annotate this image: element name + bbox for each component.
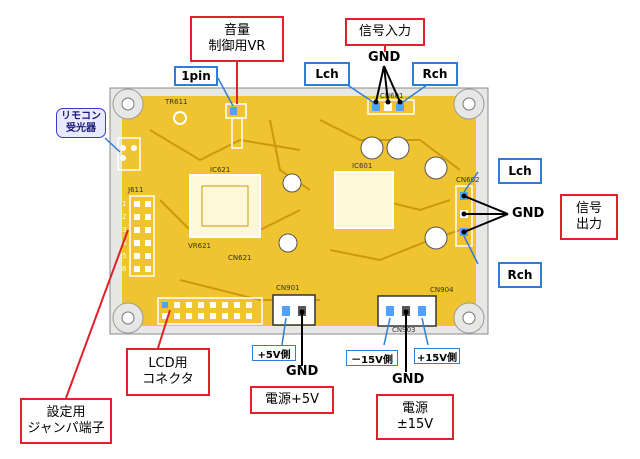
tag-1pin: 1pin — [174, 66, 218, 86]
ref-j611: J611 — [127, 186, 143, 194]
callout-lcd-connector: LCD用 コネクタ — [126, 348, 210, 396]
ref-ic601: IC601 — [352, 162, 372, 170]
capacitors — [278, 136, 448, 253]
callout-signal-output: 信号 出力 — [560, 194, 618, 240]
cn901-power-connector — [272, 294, 316, 326]
ref-cn602: CN602 — [456, 176, 480, 184]
gnd-dots — [299, 99, 467, 315]
callout-signal-input: 信号入力 — [345, 18, 425, 46]
callout-power-15v: 電源 ±15V — [376, 394, 454, 440]
tag-rch-output: Rch — [498, 262, 542, 288]
gnd-label-15v: GND — [392, 372, 425, 387]
jumper-num-4: 4 — [122, 239, 127, 247]
tag-plus15v-side: +15V側 — [414, 348, 460, 364]
red-leader-lines — [65, 46, 386, 399]
ic621-chip — [189, 174, 261, 238]
mounting-holes — [112, 88, 485, 334]
tag-lch-input: Lch — [304, 62, 350, 86]
tag-minus15v-side: －15V側 — [346, 350, 398, 366]
ref-ic621: IC621 — [210, 166, 230, 174]
ic601-chip — [334, 171, 394, 229]
lcd-connector — [157, 297, 263, 325]
gnd-label-input: GND — [368, 50, 401, 65]
tag-plus5v-side: +5V側 — [252, 345, 296, 361]
ref-cn601: CN601 — [380, 92, 404, 100]
callout-volume-vr: 音量 制御用VR — [190, 16, 284, 62]
callout-jumper: 設定用 ジャンパ端子 — [20, 398, 112, 444]
j611-header — [129, 195, 155, 277]
ref-cn621: CN621 — [228, 254, 252, 262]
tag-rch-input: Rch — [412, 62, 458, 86]
ref-cn901: CN901 — [276, 284, 300, 292]
tag-remote-receiver: リモコン 受光器 — [56, 108, 106, 138]
cn601-connector — [367, 99, 415, 115]
tr611-footprint — [117, 111, 187, 171]
ref-vr621: VR621 — [188, 242, 211, 250]
ref-tr611: TR611 — [164, 98, 188, 106]
ref-cn904: CN904 — [430, 286, 454, 294]
jumper-num-1: 1 — [122, 200, 126, 208]
jumper-num-3: 3 — [122, 226, 126, 234]
ref-cn903: CN903 — [392, 326, 416, 334]
gnd-label-5v: GND — [286, 364, 319, 379]
jumper-num-6: 6 — [122, 265, 127, 273]
tag-lch-output: Lch — [498, 158, 542, 184]
jumper-num-2: 2 — [122, 213, 126, 221]
jumper-num-5: 5 — [122, 252, 126, 260]
callout-power-5v: 電源+5V — [250, 386, 334, 414]
gnd-leader-lines — [301, 65, 509, 372]
gnd-label-output: GND — [512, 206, 545, 221]
